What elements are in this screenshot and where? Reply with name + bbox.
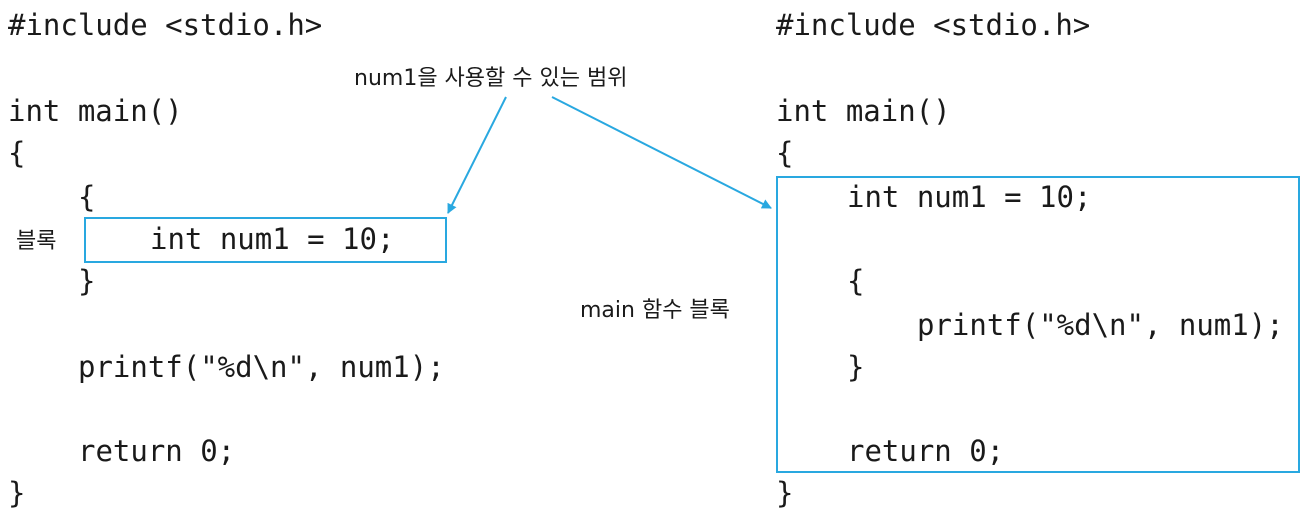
right-inner-open-brace: { xyxy=(847,264,865,298)
right-printf-line: printf("%d\n", num1); xyxy=(917,308,1284,342)
right-num1-declaration: int num1 = 10; xyxy=(847,180,1092,214)
arrow-to-left-block xyxy=(447,96,507,214)
left-block-highlight-box xyxy=(84,217,447,263)
left-open-brace: { xyxy=(8,136,26,170)
left-printf-line: printf("%d\n", num1); xyxy=(78,350,445,384)
right-close-brace: } xyxy=(776,476,794,510)
left-inner-close-brace: } xyxy=(78,264,96,298)
left-close-brace: } xyxy=(8,476,26,510)
left-return-line: return 0; xyxy=(78,434,236,468)
left-num1-declaration: int num1 = 10; xyxy=(150,222,395,256)
right-main-block-highlight-box xyxy=(776,176,1300,473)
right-return-line: return 0; xyxy=(847,434,1005,468)
left-inner-open-brace: { xyxy=(78,180,96,214)
right-main-signature: int main() xyxy=(776,94,951,128)
arrow-to-main-block xyxy=(551,96,772,209)
right-inner-close-brace: } xyxy=(847,350,865,384)
left-main-signature: int main() xyxy=(8,94,183,128)
block-label: 블록 xyxy=(16,229,57,254)
scope-caption: num1을 사용할 수 있는 범위 xyxy=(354,66,628,91)
right-include-line: #include <stdio.h> xyxy=(776,8,1091,42)
main-block-label: main 함수 블록 xyxy=(580,298,730,323)
right-open-brace: { xyxy=(776,136,794,170)
left-include-line: #include <stdio.h> xyxy=(8,8,323,42)
